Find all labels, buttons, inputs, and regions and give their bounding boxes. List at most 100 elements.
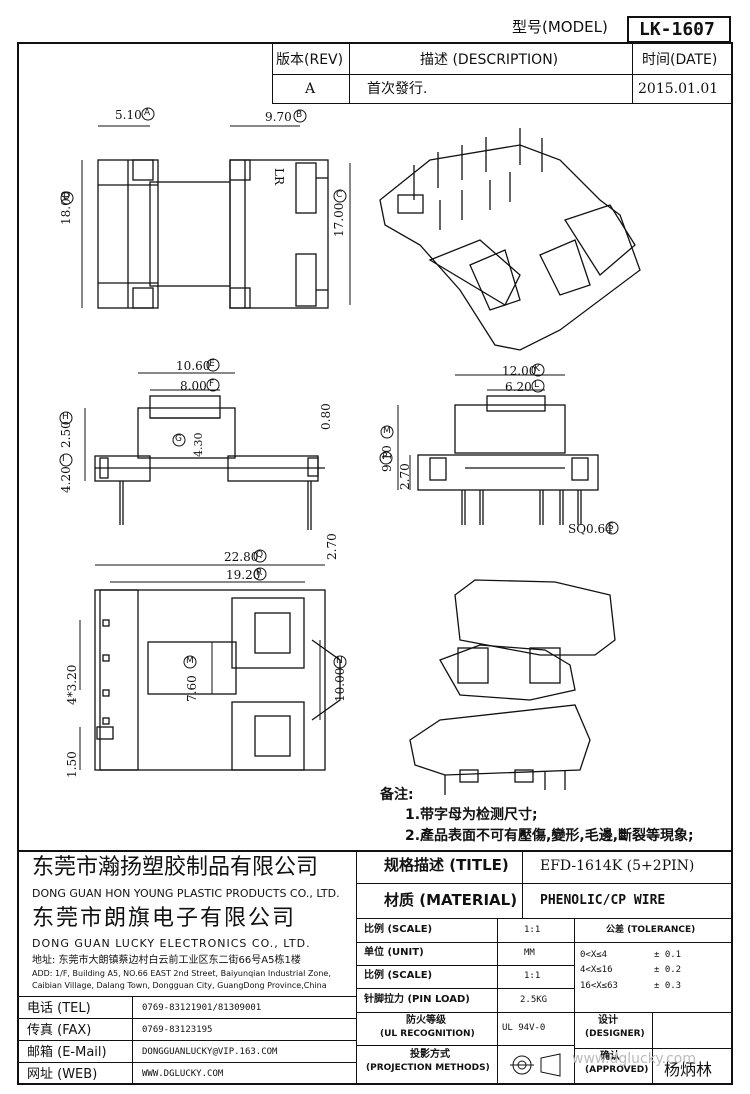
- spec-col1: [497, 918, 498, 1085]
- company2-en: DONG GUAN LUCKY ELECTRONICS CO., LTD.: [32, 937, 311, 950]
- drawing-frame: [17, 42, 733, 1085]
- tol2-range: 4<X≤16: [580, 965, 613, 975]
- scale2-label: 比例 (SCALE): [364, 970, 433, 981]
- spec-r2: [356, 918, 733, 919]
- scale2-value: 1:1: [524, 971, 541, 981]
- spec-r8: [574, 1048, 733, 1049]
- designer-label-en: (DESIGNER): [585, 1029, 645, 1039]
- contact-r1: [19, 1018, 356, 1019]
- material-label: 材质 (MATERIAL): [384, 891, 518, 909]
- dim-e: 10.60: [176, 359, 211, 373]
- email-value[interactable]: DONGGUANLUCKY@VIP.163.COM: [142, 1047, 278, 1057]
- company1-cn: 东莞市瀚扬塑胶制品有限公司: [32, 855, 319, 880]
- pin-load-value: 2.5KG: [520, 995, 548, 1005]
- marker-r: R: [256, 568, 263, 578]
- model-value: LK-1607: [639, 19, 715, 40]
- dim-f: 8.00: [180, 379, 207, 393]
- notes-line1: 1.带字母为检测尺寸;: [405, 807, 538, 823]
- fax-value: 0769-83123195: [142, 1025, 213, 1035]
- unit-value: MM: [524, 948, 535, 958]
- marker-i: I: [62, 454, 65, 464]
- title-label: 规格描述 (TITLE): [384, 856, 509, 874]
- proj-label-en: (PROJECTION METHODS): [366, 1063, 490, 1073]
- spec-col3: [652, 1012, 653, 1085]
- tol3-value: ± 0.3: [654, 981, 682, 991]
- dim-b: 9.70: [265, 110, 292, 124]
- spec-r1: [356, 883, 733, 884]
- dimension-lines: [79, 125, 565, 770]
- unit-label: 单位 (UNIT): [364, 947, 424, 958]
- approved-label-cn: 确认: [600, 1051, 620, 1062]
- dim-q: 22.80: [224, 550, 259, 564]
- company2-cn: 东莞市朗旗电子有限公司: [32, 906, 297, 931]
- titleblock-divider: [356, 850, 357, 1085]
- marker-d: D: [63, 192, 70, 202]
- marker-p: P: [382, 452, 388, 462]
- rev-divider: [272, 74, 733, 75]
- desc-header: 描述 (DESCRIPTION): [420, 52, 559, 68]
- spec-r3: [356, 942, 733, 943]
- marker-g: G: [175, 434, 182, 444]
- address-cn: 地址: 东莞市大朗镇蔡边村白云前工业区东二街66号A5栋1楼: [32, 955, 301, 966]
- contact-r2: [19, 1040, 356, 1041]
- fax-label: 传真 (FAX): [27, 1023, 92, 1038]
- bottom-view: [94, 589, 341, 771]
- rev-header: 版本(REV): [276, 52, 344, 68]
- marker-a: A: [144, 108, 151, 118]
- top-view-right: [229, 159, 329, 309]
- date-value: 2015.01.01: [638, 81, 719, 97]
- desc-value: 首次發行.: [367, 81, 428, 97]
- marker-m: M: [383, 426, 391, 436]
- marker-l: L: [534, 380, 540, 390]
- email-label: 邮箱 (E-Mail): [27, 1045, 107, 1060]
- marker-m2: M: [186, 656, 194, 666]
- rev-bottom: [272, 103, 733, 104]
- web-value[interactable]: WWW.DGLUCKY.COM: [142, 1069, 224, 1079]
- marker-b: B: [296, 110, 303, 120]
- contact-r3: [19, 1062, 356, 1063]
- marker-h: H: [62, 412, 69, 422]
- spec-r7: [356, 1045, 574, 1046]
- front-view: [94, 395, 325, 530]
- company1-en: DONG GUAN HON YOUNG PLASTIC PRODUCTS CO.…: [32, 887, 340, 900]
- dim-k: 12.00: [502, 364, 537, 378]
- title-value: EFD-1614K (5+2PIN): [540, 858, 695, 874]
- rev-value: A: [305, 81, 316, 97]
- dimension-markers: [59, 107, 619, 669]
- tolerance-label: 公差 (TOLERANCE): [606, 925, 696, 935]
- notes-line2: 2.產品表面不可有壓傷,變形,毛邊,斷裂等現象;: [405, 828, 694, 844]
- rev-col0: [272, 44, 273, 103]
- approved-label-en: (APPROVED): [585, 1065, 649, 1075]
- material-value: PHENOLIC/CP WIRE: [540, 893, 666, 908]
- dim-l: 6.20: [505, 380, 532, 394]
- designer-label-cn: 设计: [598, 1015, 618, 1026]
- rev-col2: [632, 44, 633, 103]
- tel-value: 0769-83121901/81309001: [142, 1003, 262, 1013]
- address-en2: Caibian Village, Dalang Town, Dongguan C…: [32, 981, 327, 990]
- marker-k: K: [534, 364, 540, 374]
- web-label: 网址 (WEB): [27, 1067, 98, 1082]
- marker-f: F: [209, 379, 215, 389]
- pin-load-label: 针脚拉力 (PIN LOAD): [364, 994, 470, 1005]
- marker-c: C: [336, 190, 343, 200]
- projection-cone-icon: [540, 1053, 561, 1077]
- date-header: 时间(DATE): [642, 52, 718, 68]
- marker-s: S: [608, 522, 614, 532]
- tol1-range: 0<X≤4: [580, 950, 608, 960]
- model-label: 型号(MODEL): [512, 18, 608, 36]
- side-view: [417, 395, 599, 525]
- contact-top: [19, 996, 356, 997]
- isometric-view-bottom: [409, 579, 616, 795]
- proj-label-cn: 投影方式: [410, 1049, 450, 1060]
- rev-col1: [349, 44, 350, 103]
- tol1-value: ± 0.1: [654, 950, 682, 960]
- notes-title: 备注:: [380, 787, 414, 803]
- dim-w: SQ0.64: [568, 522, 613, 536]
- dim-r: 19.20: [226, 568, 261, 582]
- tol3-range: 16<X≤63: [580, 981, 618, 991]
- tol2-value: ± 0.2: [654, 965, 682, 975]
- spec-col2: [574, 918, 575, 1085]
- approver-name: 杨炳林: [664, 1060, 713, 1079]
